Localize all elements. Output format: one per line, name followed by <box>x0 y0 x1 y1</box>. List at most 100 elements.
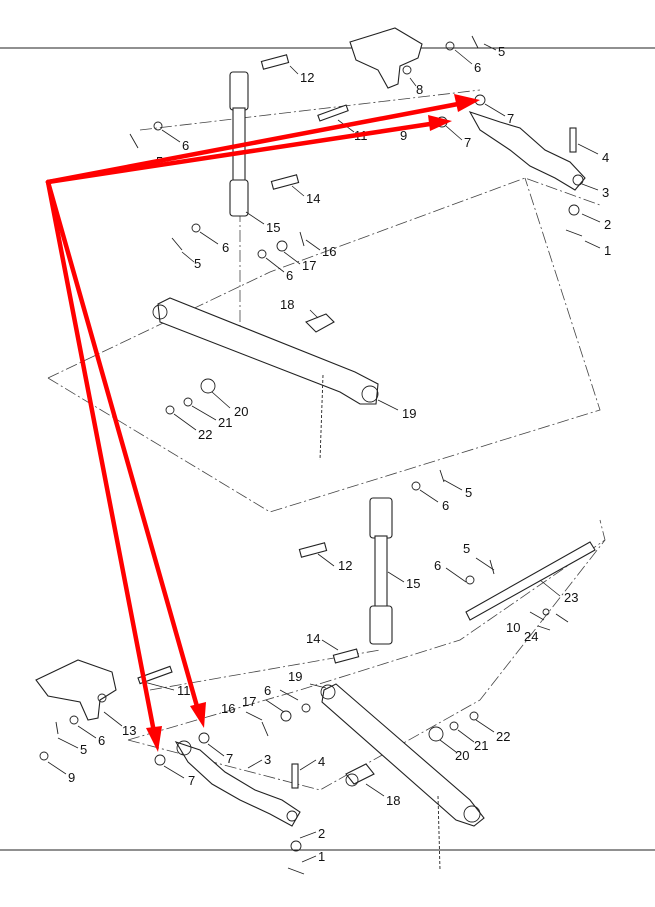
red-arrow <box>45 121 433 185</box>
callout-4: 4 <box>318 754 325 769</box>
lower-leader-lines <box>47 479 561 863</box>
red-arrowhead <box>428 115 452 131</box>
washer-6 <box>445 41 455 51</box>
lower-phantom-plane <box>127 519 606 741</box>
callout-15: 15 <box>266 220 280 235</box>
red-arrow <box>45 101 461 185</box>
pin-16 <box>261 721 269 737</box>
turnbuckle-end <box>176 740 192 756</box>
upper-assembly: 1 2 3 4 5 6 8 7 7 9 11 12 6 5 14 15 6 5 … <box>47 27 611 513</box>
callout-24: 24 <box>524 629 538 644</box>
callout-22: 22 <box>198 427 212 442</box>
callout-15: 15 <box>406 576 420 591</box>
nut-17 <box>280 710 292 722</box>
lynch-pin-5 <box>55 721 59 735</box>
mount-bracket-hole <box>402 65 412 75</box>
washer-20 <box>200 378 216 394</box>
red-arrowhead <box>190 702 206 728</box>
grease-fitting-24 <box>542 608 550 616</box>
callout-14: 14 <box>306 631 320 646</box>
callout-20: 20 <box>455 748 469 763</box>
pin-11 <box>137 665 173 685</box>
upper-leader-lines <box>161 43 601 431</box>
check-chain <box>319 374 324 461</box>
washer-21 <box>449 721 459 731</box>
callout-1: 1 <box>604 243 611 258</box>
callout-8: 8 <box>416 82 423 97</box>
lower-link-arm <box>157 297 379 405</box>
lower-link-arm <box>321 683 485 827</box>
mount-bracket <box>349 27 423 89</box>
lynch-pin-5 <box>171 237 183 251</box>
top-link-rod <box>374 535 388 609</box>
callout-6: 6 <box>98 733 105 748</box>
bolt-4 <box>569 127 577 153</box>
callout-16: 16 <box>221 701 235 716</box>
lynch-pin-5 <box>129 133 139 149</box>
callout-20: 20 <box>234 404 248 419</box>
callout-5: 5 <box>80 742 87 757</box>
mount-bracket-hole <box>97 693 107 703</box>
washer-6 <box>301 703 311 713</box>
pin-10 <box>555 613 569 623</box>
pin-18-ring <box>345 773 359 787</box>
callout-6: 6 <box>286 268 293 283</box>
callout-2: 2 <box>604 217 611 232</box>
callout-6: 6 <box>442 498 449 513</box>
nut-22 <box>469 711 479 721</box>
bolt-9 <box>39 751 49 761</box>
callout-7: 7 <box>188 773 195 788</box>
nut-17 <box>276 240 288 252</box>
callout-19: 19 <box>402 406 416 421</box>
washer-6 <box>153 121 163 131</box>
callout-1: 1 <box>318 849 325 864</box>
pin-18 <box>345 763 375 785</box>
turnbuckle-eye <box>286 810 298 822</box>
washer-6 <box>257 249 267 259</box>
callout-22: 22 <box>496 729 510 744</box>
pin-12 <box>298 542 328 558</box>
callout-5: 5 <box>465 485 472 500</box>
callout-23: 23 <box>564 590 578 605</box>
callout-21: 21 <box>474 738 488 753</box>
turnbuckle-eye <box>572 174 584 186</box>
callout-7: 7 <box>507 111 514 126</box>
callout-19: 19 <box>288 669 302 684</box>
red-arrow <box>45 179 201 713</box>
washer-6 <box>465 575 475 585</box>
pin-14 <box>270 174 300 190</box>
callout-12: 12 <box>338 558 352 573</box>
callout-17: 17 <box>302 258 316 273</box>
callout-3: 3 <box>264 752 271 767</box>
washer-6 <box>191 223 201 233</box>
cross-shaft <box>465 541 596 621</box>
callout-5: 5 <box>498 44 505 59</box>
upper-phantom-plane <box>47 177 601 379</box>
callout-13: 13 <box>122 723 136 738</box>
washer-6 <box>411 481 421 491</box>
washer-21 <box>183 397 193 407</box>
callout-16: 16 <box>322 244 336 259</box>
callout-9: 9 <box>68 770 75 785</box>
lower-link-end <box>361 385 379 403</box>
callout-11: 11 <box>177 683 191 698</box>
callout-6: 6 <box>182 138 189 153</box>
upper-pin-axis <box>139 89 481 131</box>
callout-4: 4 <box>602 150 609 165</box>
cotter-pin-1 <box>565 229 583 237</box>
callout-18: 18 <box>280 297 294 312</box>
callout-5: 5 <box>194 256 201 271</box>
red-arrowhead <box>454 94 480 112</box>
callout-21: 21 <box>218 415 232 430</box>
bushing-7 <box>198 732 210 744</box>
lynch-pin-5 <box>489 559 495 575</box>
lynch-pin-5 <box>471 35 479 49</box>
callout-7: 7 <box>464 135 471 150</box>
red-arrowhead <box>146 726 162 752</box>
callout-18: 18 <box>386 793 400 808</box>
lower-pin-axis <box>149 649 381 691</box>
pin-14 <box>332 648 360 664</box>
callout-10: 10 <box>506 620 520 635</box>
washer-6 <box>69 715 79 725</box>
mount-bracket <box>35 659 117 721</box>
